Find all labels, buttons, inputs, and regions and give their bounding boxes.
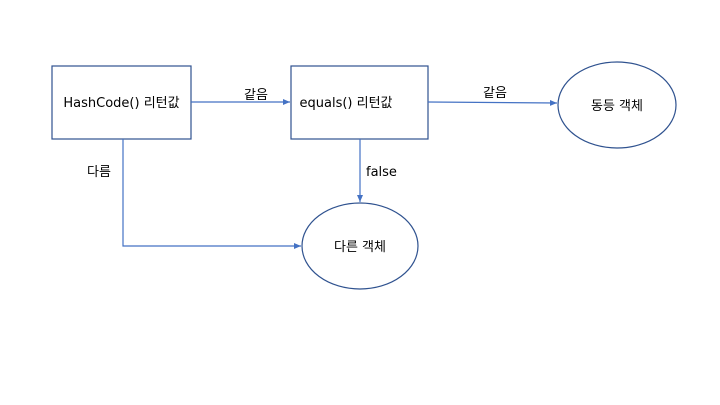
- edge-hashcode-to-different-object: 다름: [87, 139, 301, 249]
- edge-hashcode-to-equals-label: 같음: [244, 88, 268, 103]
- edge-equals-to-same-object-label: 같음: [483, 86, 507, 101]
- node-different-object-ellipse: [301, 202, 419, 290]
- node-equals-label: equals() 리턴값: [300, 96, 393, 111]
- node-same-object-ellipse: [557, 61, 677, 149]
- edge-hashcode-to-different-object-label: 다름: [87, 165, 111, 180]
- node-hashcode: HashCode() 리턴값: [51, 65, 192, 140]
- edge-equals-to-different-object: false: [357, 139, 397, 202]
- node-same-object: 동등 객체: [557, 61, 677, 149]
- node-same-object-label: 동등 객체: [591, 99, 643, 114]
- edge-equals-to-different-object-label: false: [366, 165, 397, 180]
- node-different-object-label: 다른 객체: [334, 240, 386, 255]
- node-different-object: 다른 객체: [301, 202, 419, 290]
- node-equals: equals() 리턴값: [290, 65, 429, 140]
- node-hashcode-box: [51, 65, 192, 140]
- node-equals-box: [290, 65, 429, 140]
- edge-equals-to-same-object: 같음: [427, 86, 558, 106]
- edge-equals-to-same-object-line: [427, 99, 558, 106]
- node-hashcode-label: HashCode() 리턴값: [63, 96, 179, 111]
- edge-hashcode-to-equals: 같음: [191, 88, 290, 105]
- edge-hashcode-to-different-object-line: [122, 139, 301, 249]
